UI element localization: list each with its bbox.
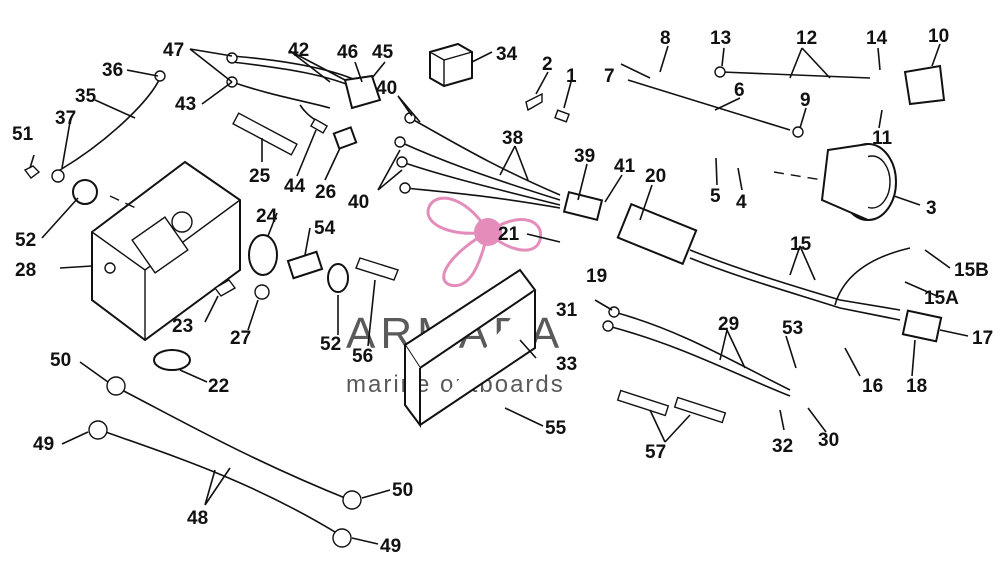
callout-6: 6 [734,80,745,101]
callout-42: 42 [288,40,309,61]
screw-27 [254,284,270,300]
callout-12: 12 [796,28,817,49]
callout-17: 17 [972,328,993,349]
callout-22: 22 [208,376,229,397]
callout-5: 5 [710,186,721,207]
callout-33: 33 [556,354,577,375]
callout-40b: 40 [348,192,369,213]
callout-20: 20 [645,166,666,187]
callout-21: 21 [498,224,520,245]
clip-2 [525,92,543,112]
callout-29: 29 [718,314,739,335]
callout-45: 45 [372,42,394,63]
gauge-3 [820,143,897,221]
grommet-52-left [72,179,98,205]
callout-28: 28 [15,260,36,281]
callout-9: 9 [800,90,811,111]
bolt-56 [355,257,399,281]
grommet-24 [248,234,278,276]
callout-23: 23 [172,316,193,337]
callout-30: 30 [818,430,839,451]
callout-15: 15 [790,234,812,255]
callout-14: 14 [866,28,888,49]
sleeve-57a [616,389,670,417]
callout-4: 4 [736,192,747,213]
callout-54: 54 [314,218,336,239]
cable-group-top [627,64,946,138]
callout-56: 56 [352,346,373,367]
sensor-harness [394,112,604,222]
callout-11: 11 [872,128,893,149]
harness-29 [602,306,791,397]
callout-47: 47 [163,40,184,61]
clamp-22 [153,349,191,371]
callout-18: 18 [906,376,927,397]
washer-52-right [327,263,349,293]
callout-46: 46 [337,42,358,63]
callout-44: 44 [284,176,306,197]
callout-55: 55 [545,418,567,439]
main-harness [616,202,943,343]
callout-3: 3 [926,198,937,219]
battery-cable-48 [88,376,362,548]
callout-1: 1 [566,66,577,87]
watermark-propeller-logo [426,196,543,288]
bracket-23 [213,279,237,297]
callout-15B: 15B [954,260,989,281]
callout-53: 53 [782,318,803,339]
callout-34: 34 [496,44,518,65]
callout-2: 2 [542,54,553,75]
callout-43: 43 [175,94,196,115]
connector-26 [332,126,358,150]
callout-40a: 40 [376,78,397,99]
callout-32: 32 [772,436,793,457]
callout-15A: 15A [924,288,959,309]
callout-50b: 50 [392,480,413,501]
callout-48: 48 [187,508,208,529]
callout-36: 36 [102,60,123,81]
callout-31: 31 [556,300,578,321]
callout-13: 13 [710,28,731,49]
screw-1 [554,109,570,123]
sleeve-25 [232,112,298,156]
callout-37: 37 [55,108,76,129]
callout-10: 10 [928,26,949,47]
callout-52b: 52 [320,334,341,355]
callout-39: 39 [574,146,595,167]
callout-49a: 49 [33,434,54,455]
relay-34 [429,42,473,88]
callout-26: 26 [315,182,336,203]
leader-lines [29,43,969,545]
control-box [91,160,241,342]
callout-7: 7 [604,66,615,87]
callout-51: 51 [12,124,34,145]
callout-50a: 50 [50,350,71,371]
callout-16: 16 [862,376,883,397]
callout-57: 57 [645,442,666,463]
callout-24: 24 [256,206,278,227]
callout-25: 25 [249,166,271,187]
callout-52a: 52 [15,230,36,251]
terminal-44 [309,118,329,134]
callout-19: 19 [586,266,607,287]
callout-41: 41 [614,156,636,177]
callout-49b: 49 [380,536,401,556]
clip-51 [23,165,41,179]
callout-38: 38 [502,128,523,149]
callout-35: 35 [75,86,97,107]
sleeve-57b [673,396,727,424]
bracket-33 [403,268,537,428]
callout-labels: 1 2 3 4 5 6 7 8 9 10 11 12 13 14 15 15A … [12,26,993,557]
spacer-54 [286,250,324,280]
callout-27: 27 [230,328,251,349]
callout-8: 8 [660,28,671,49]
